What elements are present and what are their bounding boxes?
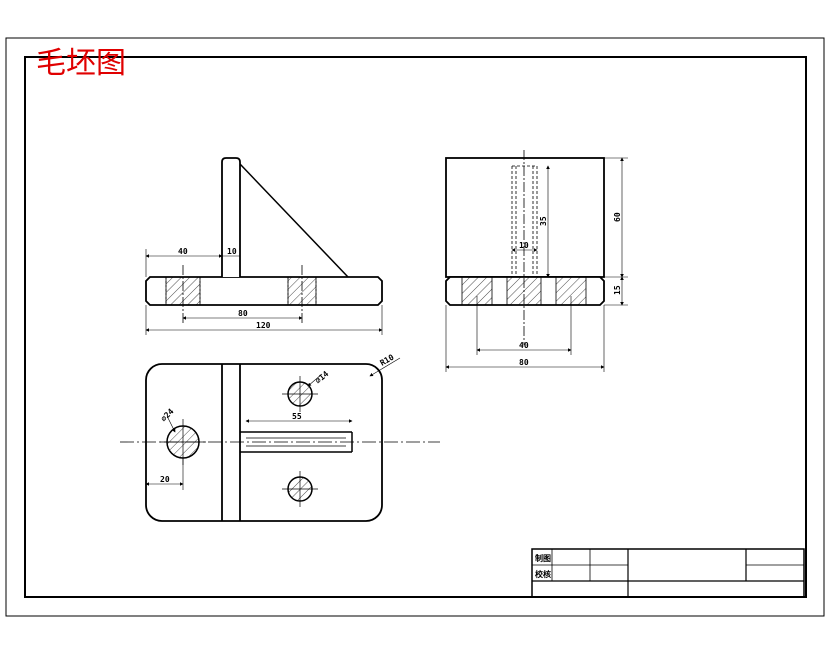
- top-dim-hole-offset: 20: [160, 475, 170, 484]
- front-dim-left-flange: 40: [178, 247, 188, 256]
- side-rib-outline: [445, 157, 605, 278]
- inner-frame: [24, 56, 807, 598]
- front-rib-outline: [221, 157, 241, 277]
- side-dim-overall-width: 80: [519, 358, 529, 367]
- top-dim-large-hole: ⌀24: [159, 407, 176, 424]
- top-outline: [145, 363, 383, 522]
- front-gusset: [239, 163, 349, 278]
- side-dim-slot-depth: 35: [539, 216, 548, 226]
- front-dim-rib: 10: [227, 247, 237, 256]
- outer-border: [5, 37, 825, 617]
- side-view: [445, 150, 628, 372]
- drawing-title: 毛坯图: [36, 46, 126, 81]
- front-dim-overall-length: 120: [256, 321, 271, 330]
- front-dim-hole-spacing: 80: [238, 309, 248, 318]
- front-view: [145, 157, 383, 335]
- top-dim-small-hole: ⌀14: [314, 369, 331, 385]
- title-block-row1-label: 制图: [535, 553, 551, 563]
- side-dim-height: 60: [613, 212, 622, 222]
- side-dim-base-thickness: 15: [613, 285, 622, 295]
- side-dim-hole-spacing: 40: [519, 341, 529, 350]
- title-block: [531, 548, 805, 598]
- front-base-outline: [145, 276, 383, 306]
- title-block-row2-label: 校核: [535, 569, 551, 579]
- top-view: [120, 357, 440, 522]
- top-dim-slot-length: 55: [292, 412, 302, 421]
- side-dim-inner: 10: [519, 241, 529, 250]
